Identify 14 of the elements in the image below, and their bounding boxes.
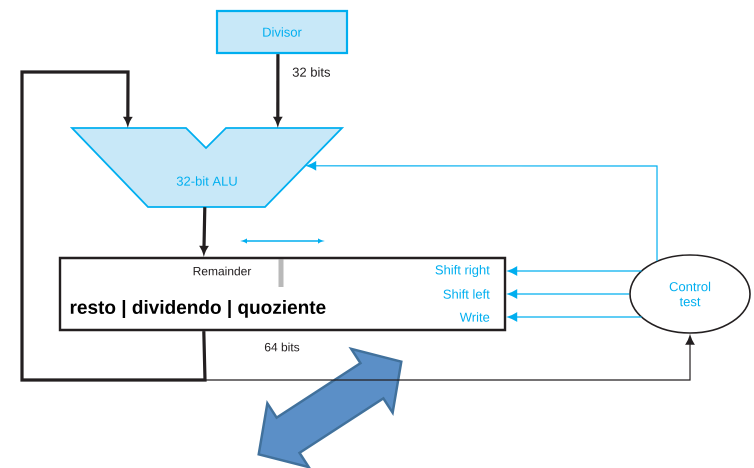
- register-box: Divisor: [216, 10, 348, 54]
- arrow: [306, 161, 658, 261]
- arrow: [508, 312, 642, 322]
- edge-label: Shift right: [436, 264, 490, 278]
- edge-label: 32 bits: [292, 67, 330, 77]
- arrow: [20, 70, 207, 382]
- edge-label: Write: [460, 312, 490, 322]
- arrow: [200, 207, 208, 254]
- arrow: [274, 54, 282, 126]
- arrow: [508, 266, 642, 276]
- edge-label: Shift left: [443, 289, 490, 299]
- arrow: [508, 290, 630, 298]
- width-label: 64 bits: [264, 342, 300, 352]
- arrow: [203, 331, 694, 381]
